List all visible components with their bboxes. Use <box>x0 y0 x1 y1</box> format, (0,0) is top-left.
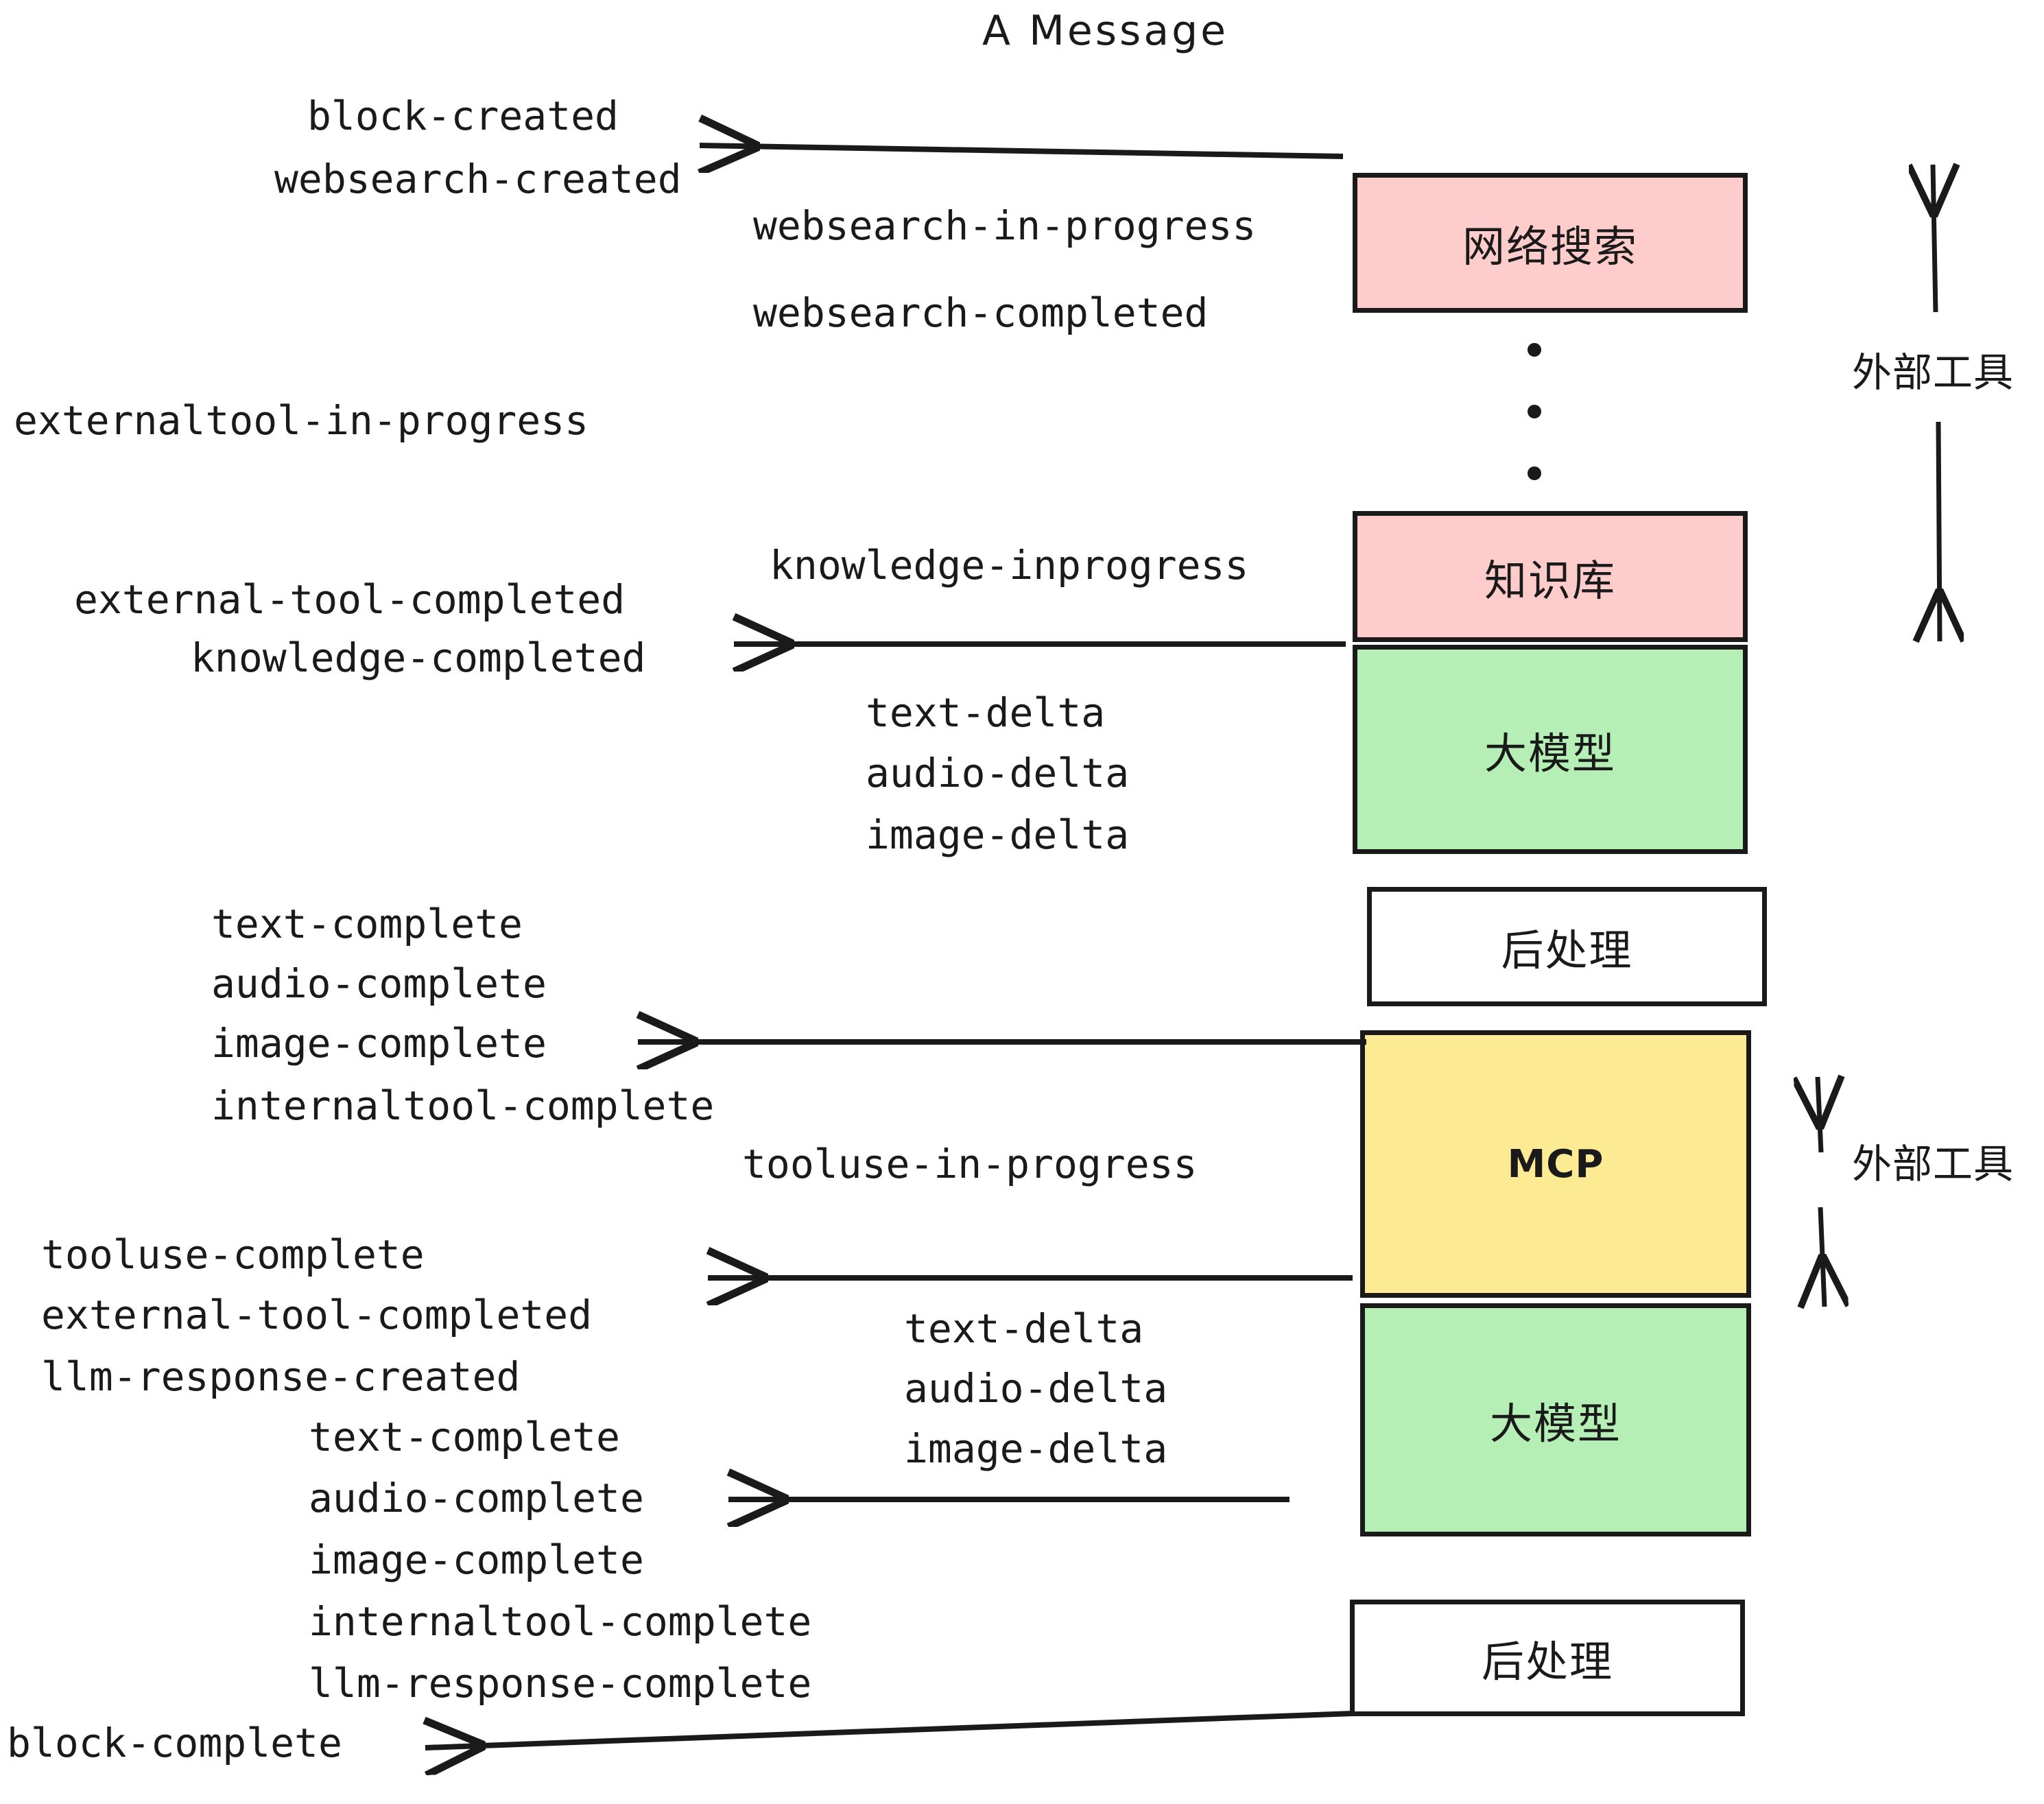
node-box-llm-1[interactable]: 大模型 <box>1353 645 1748 854</box>
event-label-llm-response-created: llm-response-created <box>41 1353 521 1400</box>
event-label-internaltool-complete-1: internaltool-complete <box>211 1082 715 1129</box>
event-label-audio-delta-1: audio-delta <box>866 750 1130 796</box>
event-label-image-complete-2: image-complete <box>309 1536 644 1583</box>
node-box-postprocess-2-label: 后处理 <box>1481 1637 1613 1687</box>
node-box-knowledge[interactable]: 知识库 <box>1353 511 1748 642</box>
event-label-tooluse-in-progress: tooluse-in-progress <box>742 1141 1198 1187</box>
node-box-mcp[interactable]: MCP <box>1360 1030 1751 1298</box>
event-label-block-complete: block-complete <box>7 1720 342 1766</box>
node-box-llm-1-label: 大模型 <box>1484 728 1616 779</box>
event-label-audio-delta-2: audio-delta <box>904 1365 1168 1412</box>
node-box-mcp-label: MCP <box>1507 1141 1604 1187</box>
arrow-block-created <box>700 145 1344 156</box>
side-label-external-tools-1: 外部工具 <box>1852 349 2015 396</box>
event-label-websearch-in-progress: websearch-in-progress <box>753 202 1257 249</box>
event-label-externaltool-in-progress: externaltool-in-progress <box>14 397 589 444</box>
arrow-external-tools-down-1 <box>1938 421 1940 641</box>
event-label-text-delta-2: text-delta <box>904 1305 1144 1352</box>
vertical-ellipsis <box>1526 343 1543 480</box>
event-label-image-delta-1: image-delta <box>866 811 1130 858</box>
node-box-postprocess-1[interactable]: 后处理 <box>1367 887 1767 1006</box>
diagram-title: A Message <box>982 7 1229 55</box>
event-label-image-delta-2: image-delta <box>904 1425 1168 1472</box>
event-label-websearch-completed: websearch-completed <box>753 289 1209 336</box>
side-label-external-tools-2: 外部工具 <box>1852 1141 2015 1187</box>
node-box-llm-2-label: 大模型 <box>1489 1399 1621 1449</box>
event-label-audio-complete-2: audio-complete <box>309 1475 644 1521</box>
arrow-block-complete <box>425 1711 1353 1748</box>
event-label-external-tool-completed-1: external-tool-completed <box>74 576 626 623</box>
arrow-external-tools-up-2 <box>1818 1077 1821 1153</box>
node-box-postprocess-2[interactable]: 后处理 <box>1350 1600 1745 1716</box>
node-box-websearch[interactable]: 网络搜索 <box>1353 173 1748 313</box>
event-label-text-complete-2: text-complete <box>309 1414 620 1460</box>
node-box-websearch-label: 网络搜索 <box>1462 222 1638 272</box>
arrow-external-tools-up-1 <box>1933 165 1936 313</box>
node-box-knowledge-label: 知识库 <box>1484 555 1616 606</box>
node-box-llm-2[interactable]: 大模型 <box>1360 1303 1751 1536</box>
event-label-block-created: block-created <box>307 93 619 139</box>
event-label-image-complete-1: image-complete <box>211 1020 547 1067</box>
event-label-websearch-created: websearch-created <box>274 156 682 202</box>
event-label-external-tool-completed-2: external-tool-completed <box>41 1292 593 1338</box>
event-label-tooluse-complete: tooluse-complete <box>41 1231 425 1278</box>
event-label-text-complete-1: text-complete <box>211 901 523 947</box>
arrow-external-tools-down-2 <box>1820 1207 1825 1307</box>
event-label-llm-response-complete: llm-response-complete <box>309 1660 812 1707</box>
event-label-text-delta-1: text-delta <box>866 689 1106 736</box>
event-label-internaltool-complete-2: internaltool-complete <box>309 1598 812 1645</box>
node-box-postprocess-1-label: 后处理 <box>1501 925 1633 975</box>
event-label-audio-complete-1: audio-complete <box>211 960 547 1007</box>
event-label-knowledge-completed: knowledge-completed <box>191 634 646 681</box>
event-label-knowledge-inprogress: knowledge-inprogress <box>770 542 1249 589</box>
